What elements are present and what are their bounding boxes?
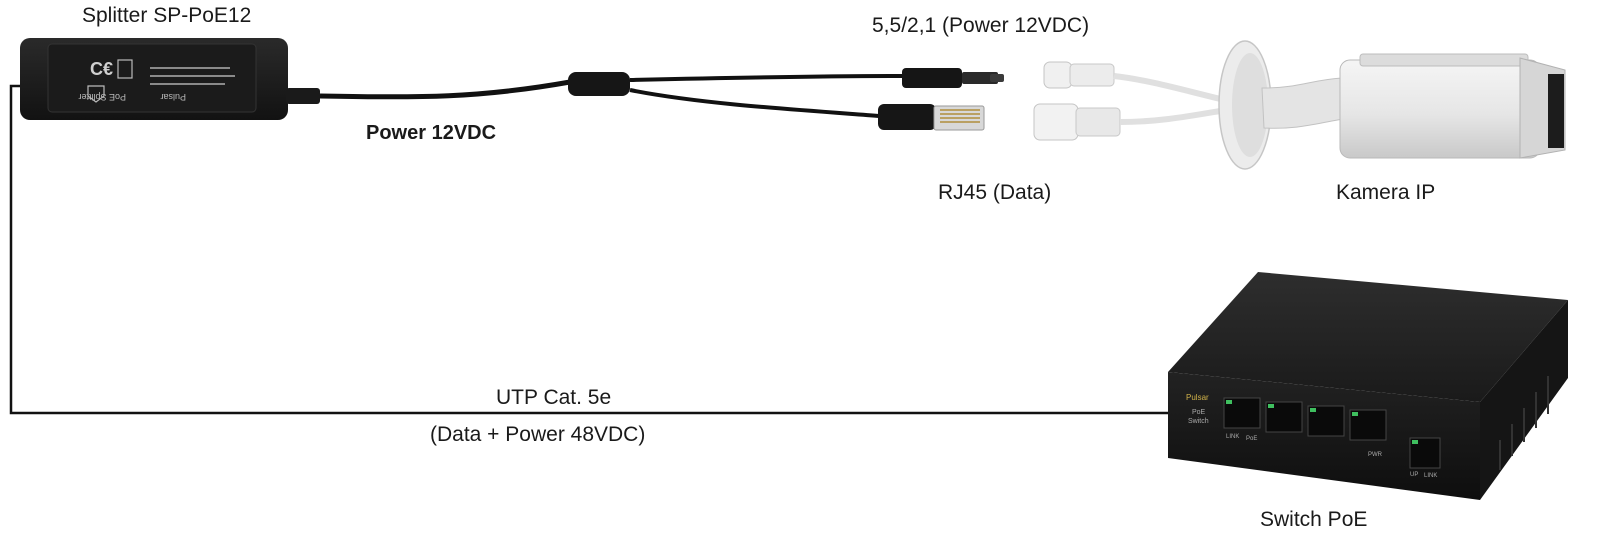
rj45-label: RJ45 (Data) [938, 181, 1052, 204]
splitter-output-cable [319, 79, 571, 100]
svg-text:C€: C€ [90, 59, 113, 79]
dc-plug-label: 5,5/2,1 (Power 12VDC) [872, 14, 1090, 37]
switch-uplink-label: LINK [1424, 473, 1437, 479]
camera-label: Kamera IP [1336, 181, 1436, 204]
splitter-label: Splitter SP-PoE12 [82, 4, 252, 27]
dc-plug [902, 68, 1004, 88]
splitter-device: C€ Pulsar PoE Splitter [20, 38, 320, 120]
splitter-model-text: PoE Splitter [78, 92, 126, 102]
utp-label-line2: (Data + Power 48VDC) [430, 423, 646, 446]
switch-pwr-label: PWR [1368, 452, 1383, 458]
switch-label: Switch PoE [1260, 508, 1368, 531]
utp-cable [9, 84, 1180, 415]
ip-camera [1218, 40, 1566, 170]
splitter-brand-text: Pulsar [160, 92, 186, 102]
switch-up-label: UP [1410, 472, 1418, 478]
cable-junction [568, 72, 630, 96]
poe-switch: Pulsar PoE Switch LINK PoE PWR UP LINK [1168, 272, 1568, 500]
switch-port-label-link: LINK [1226, 434, 1239, 440]
camera-dc-socket [1043, 61, 1226, 103]
switch-label-poe: PoE [1192, 409, 1206, 416]
power-output-label: Power 12VDC [366, 122, 497, 144]
switch-brand-text: Pulsar [1186, 393, 1209, 402]
camera-rj45-socket [1033, 103, 1227, 141]
utp-label-line1: UTP Cat. 5e [496, 386, 612, 409]
dc-branch-cable [629, 74, 906, 82]
switch-label-switch: Switch [1188, 418, 1209, 425]
rj45-plug [878, 104, 985, 131]
rj45-branch-cable [629, 88, 881, 118]
switch-port-label-poe: PoE [1246, 436, 1257, 442]
